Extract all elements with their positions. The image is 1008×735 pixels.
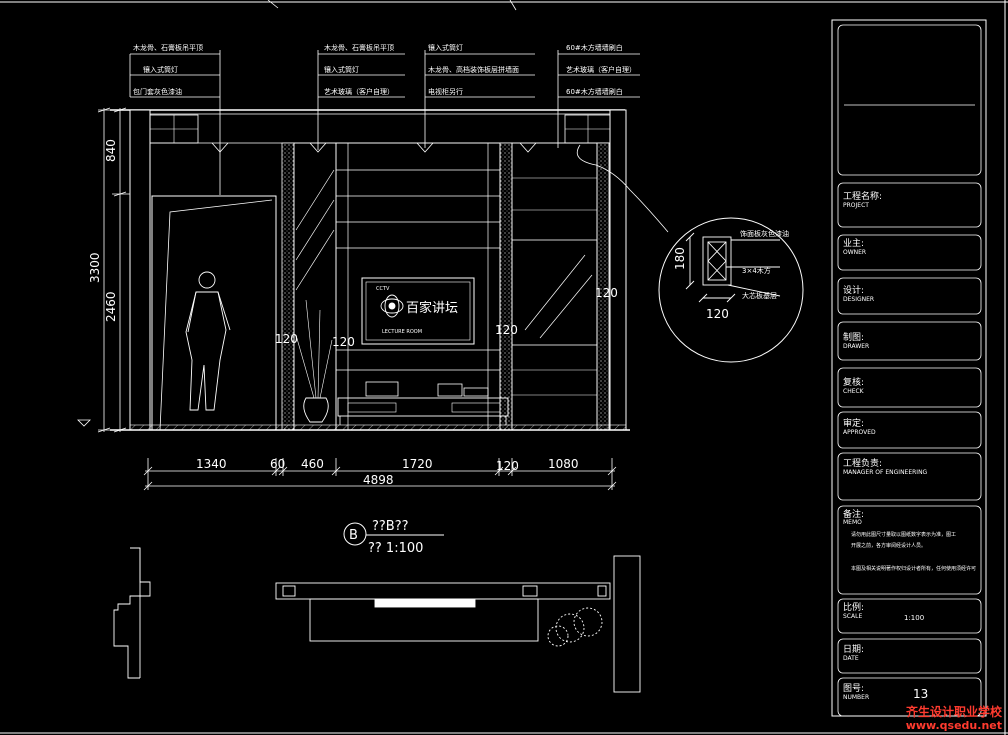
- tb-manager-en: MANAGER OF ENGINEERING: [843, 469, 928, 476]
- tb-owner-cn: 业主:: [843, 237, 864, 249]
- note-6: 艺术玻璃（客户自理）: [324, 87, 394, 96]
- tb-drawer-cn: 制图:: [843, 331, 864, 343]
- section-scale: ?? 1:100: [368, 541, 423, 556]
- detail-section: [685, 232, 781, 303]
- note-9: 电视柜另行: [428, 87, 463, 96]
- tv-logo-main: 百家讲坛: [406, 300, 458, 316]
- tb-scale-value: 1:100: [904, 614, 924, 622]
- detail-dim-h: 180: [673, 247, 687, 270]
- tb-number-cn: 图号:: [843, 683, 864, 694]
- detail-circle: [658, 217, 804, 363]
- tv-logo-sub: LECTURE ROOM: [382, 329, 422, 335]
- dim-w1: 1340: [196, 457, 227, 471]
- tb-memo-cn: 备注:: [843, 508, 864, 520]
- annotation-group-right: [557, 50, 640, 148]
- watermark: 齐生设计职业学校 www.qsedu.net: [905, 705, 1002, 733]
- dim-w2: 60: [270, 457, 285, 471]
- section-bubble: [343, 522, 367, 546]
- detail-dim-w: 120: [706, 307, 729, 321]
- tb-date-cn: 日期:: [843, 644, 864, 655]
- detail-note-3: 大芯板基层: [742, 291, 777, 300]
- note-4: 木龙骨、石膏板吊平顶: [324, 43, 394, 52]
- tb-memo-en: MEMO: [843, 519, 862, 526]
- detail-note-1: 饰面板灰色漆油: [740, 229, 789, 238]
- tb-project-cn: 工程名称:: [843, 190, 882, 202]
- tb-approved-cn: 审定:: [843, 417, 864, 429]
- tb-check-en: CHECK: [843, 388, 865, 395]
- tb-memo-line1: 请勿用此图尺寸量取以图纸数字表示为准，图工: [851, 531, 956, 538]
- tb-designer-cn: 设计:: [843, 284, 864, 296]
- vertical-dimensions: [97, 107, 130, 433]
- tb-scale-en: SCALE: [843, 613, 862, 620]
- tv-logo-top: CCTV: [376, 286, 390, 292]
- tb-scale-cn: 比例:: [843, 601, 864, 613]
- level-mark: [77, 419, 91, 427]
- tb-owner-en: OWNER: [843, 249, 866, 256]
- tb-approved-en: APPROVED: [843, 429, 876, 436]
- section-title: ??B??: [372, 519, 409, 534]
- title-block: [831, 19, 987, 717]
- dim-height-upper: 840: [104, 139, 118, 162]
- tb-project-en: PROJECT: [843, 202, 869, 209]
- detail-note-2: 3×4木方: [742, 266, 771, 275]
- tv-screen: [361, 277, 475, 345]
- tb-check-cn: 复核:: [843, 376, 864, 388]
- tb-manager-cn: 工程负责:: [843, 457, 882, 469]
- annotation-group-mid: [317, 50, 535, 150]
- tv-logo-mark: [380, 294, 404, 318]
- dim-120a: 120: [275, 332, 298, 346]
- dim-w5: 120: [496, 459, 519, 473]
- elevation: [110, 109, 630, 431]
- dim-w4: 1720: [402, 457, 433, 471]
- dim-w6: 1080: [548, 457, 579, 471]
- note-7: 镶入式筒灯: [428, 43, 463, 52]
- dim-height-lower: 2460: [104, 291, 118, 322]
- note-3: 包门套灰色漆油: [133, 87, 182, 96]
- dim-total-width: 4898: [363, 473, 394, 487]
- section-bubble-letter: B: [349, 528, 358, 543]
- tb-memo-line3: 本图及相关说明著作权归设计者所有，任何使用须经许可: [851, 565, 976, 572]
- tb-designer-en: DESIGNER: [843, 296, 874, 303]
- tb-memo-line2: 开展之前，各方审阅经设计人员。: [851, 542, 926, 549]
- note-10: 60#木方墙墙刷白: [566, 43, 623, 52]
- tb-number-en: NUMBER: [843, 694, 869, 701]
- plan-view: [113, 547, 641, 693]
- note-2: 镶入式筒灯: [143, 65, 178, 74]
- annotation-group-left: [129, 50, 221, 195]
- watermark-url: www.qsedu.net: [905, 719, 1002, 732]
- dim-120b: 120: [332, 335, 355, 349]
- horizontal-dimensions: [143, 458, 617, 491]
- dim-120d: 120: [595, 286, 618, 300]
- note-11: 艺术玻璃（客户自理）: [566, 65, 636, 74]
- tb-date-en: DATE: [843, 655, 859, 662]
- watermark-school: 齐生设计职业学校: [905, 705, 1002, 719]
- tb-number-value: 13: [913, 687, 928, 701]
- dim-w3: 460: [301, 457, 324, 471]
- tb-drawer-en: DRAWER: [843, 343, 869, 350]
- dim-height-total: 3300: [88, 252, 102, 283]
- note-8: 木龙骨、高档装饰板层拼墙面: [428, 65, 519, 74]
- note-1: 木龙骨、石膏板吊平顶: [133, 43, 203, 52]
- note-5: 镶入式筒灯: [324, 65, 359, 74]
- dim-120c: 120: [495, 323, 518, 337]
- note-12: 60#木方墙墙刷白: [566, 87, 623, 96]
